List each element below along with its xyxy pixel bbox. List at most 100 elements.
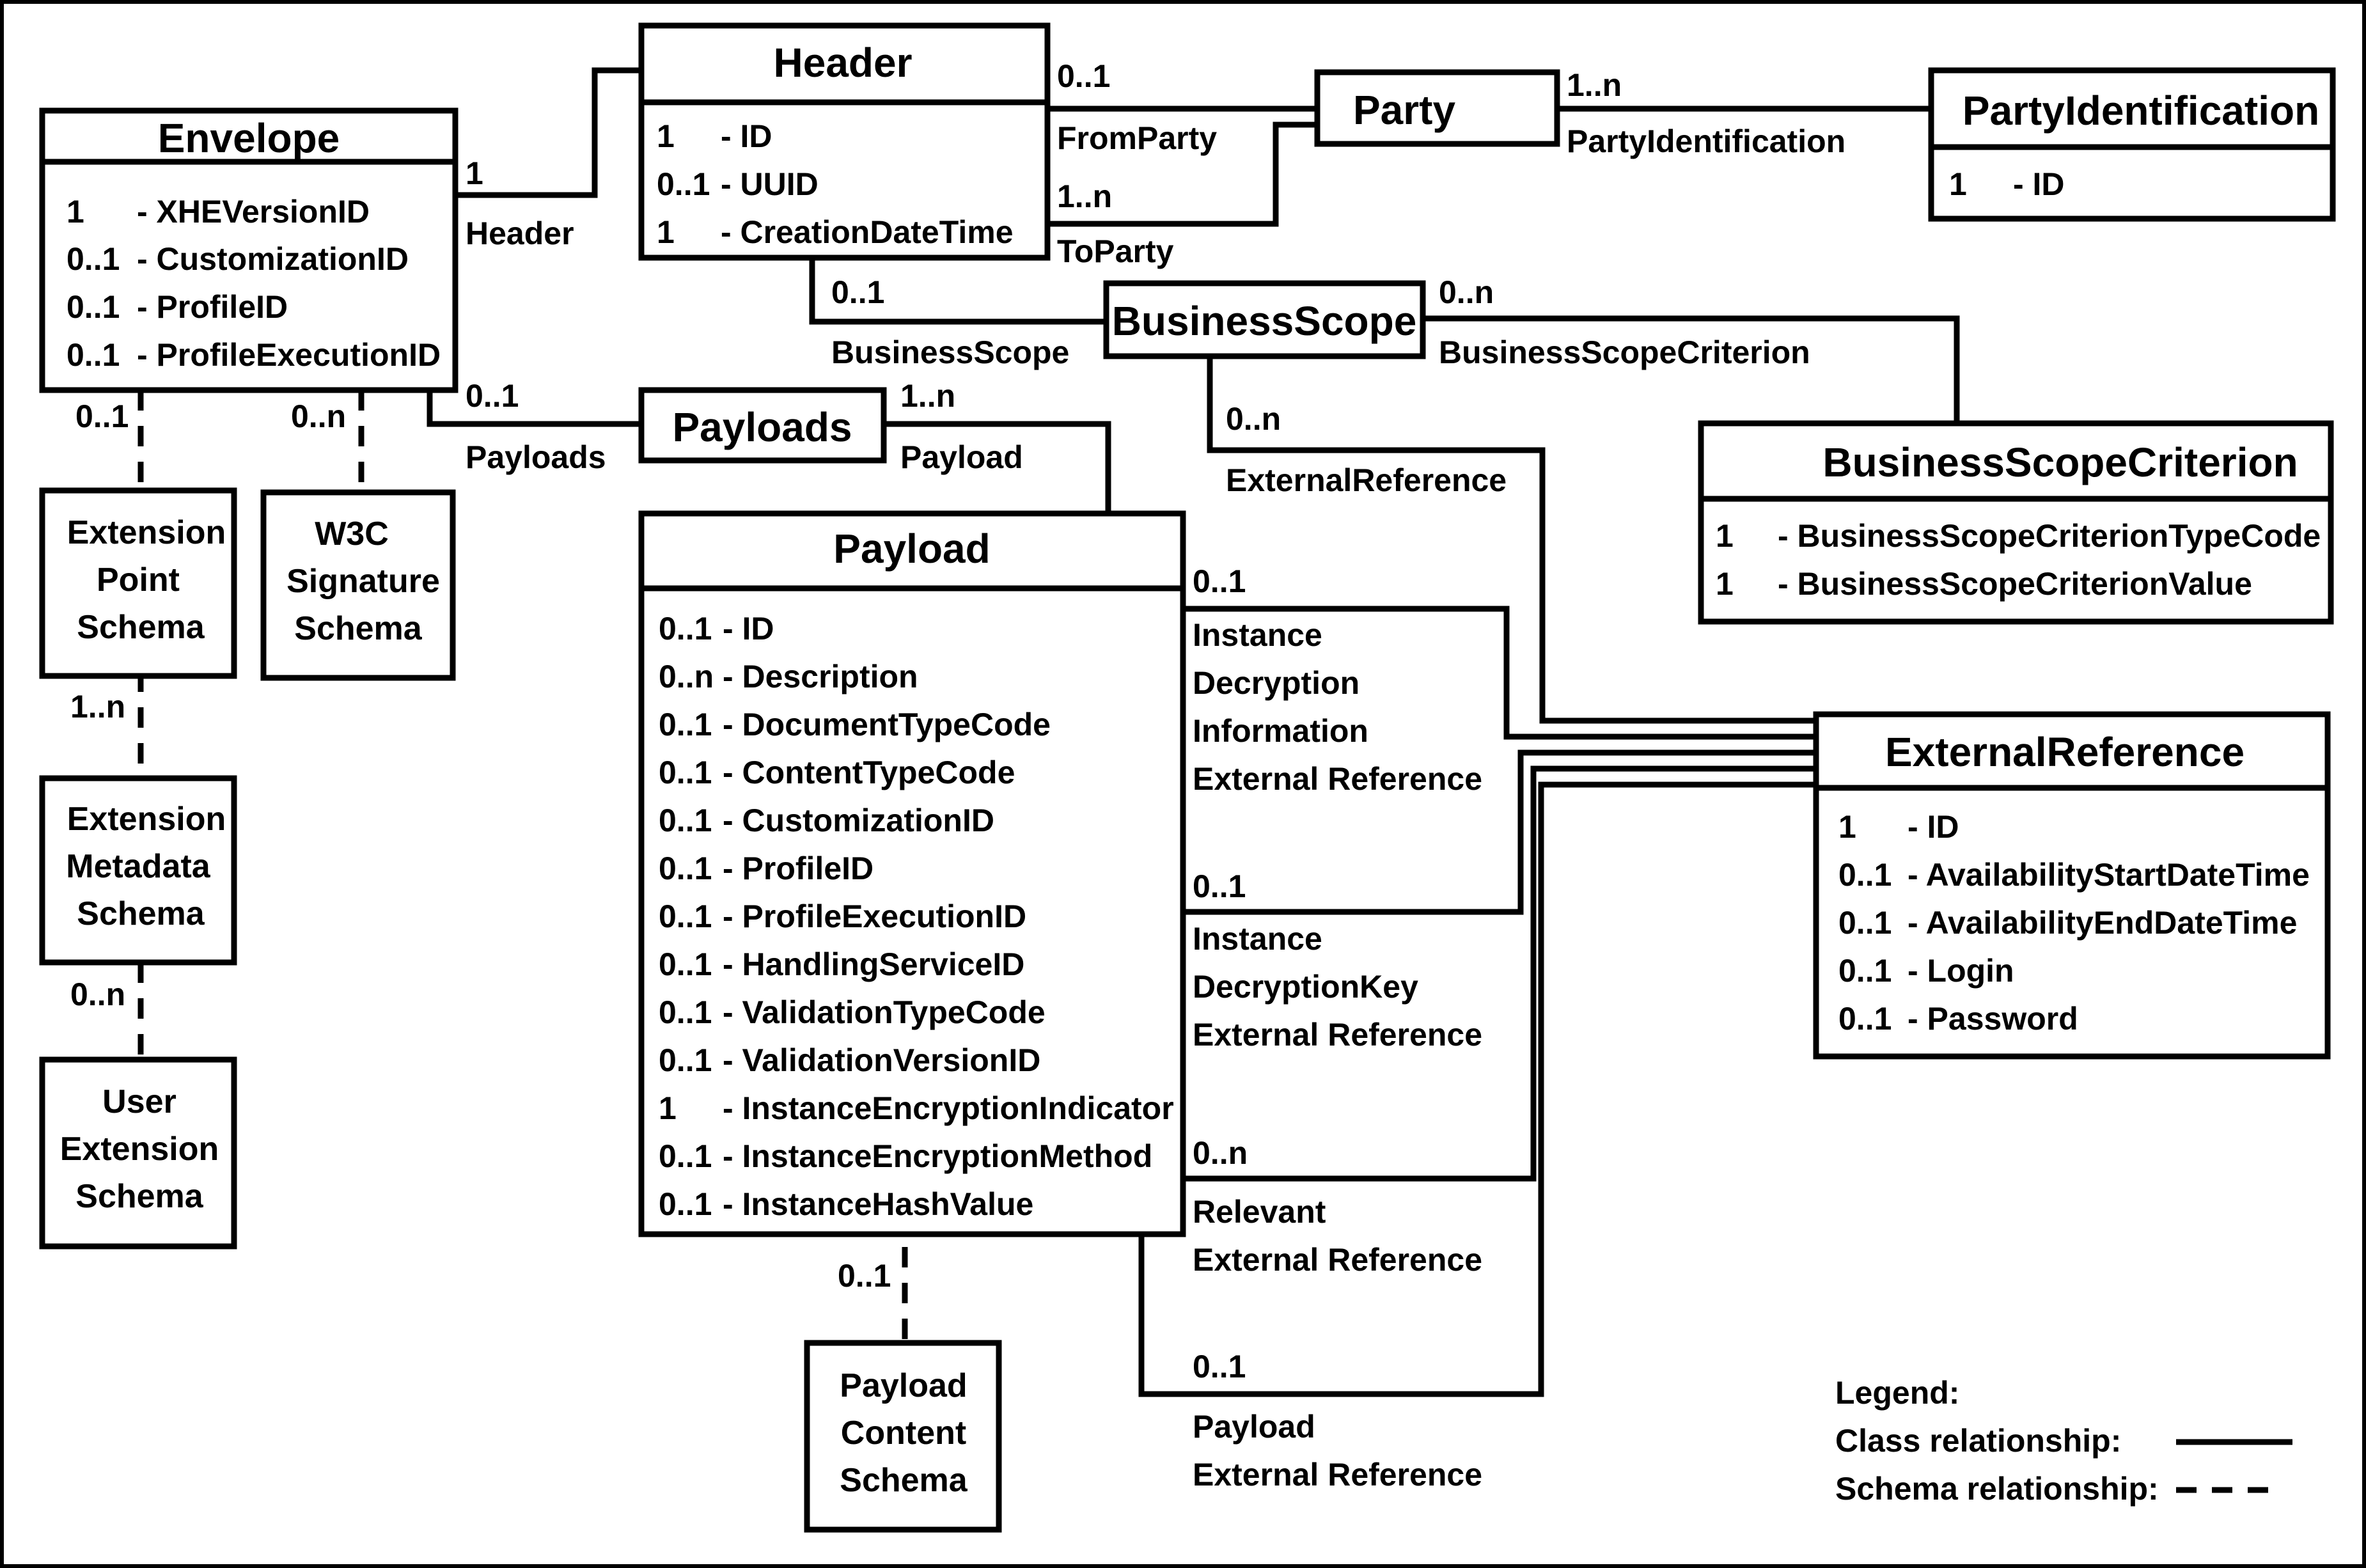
business-scope-criterion-attr-mult: 1 xyxy=(1716,518,1734,554)
from-party-multiplicity: 0..1 xyxy=(1057,58,1110,94)
payload-attr-mult: 0..1 xyxy=(659,898,712,934)
payload-attr-name: - InstanceEncryptionIndicator xyxy=(723,1090,1174,1126)
party-identification-attr-mult: 1 xyxy=(1949,166,1967,202)
payload-attr-mult: 0..1 xyxy=(659,851,712,886)
header-attr-mult: 0..1 xyxy=(657,166,710,202)
external-reference-title: ExternalReference xyxy=(1885,729,2245,775)
payload-attr-mult: 1 xyxy=(659,1090,677,1126)
instance-decryption-info-role-line: Instance xyxy=(1193,617,1322,653)
header-multiplicity: 1 xyxy=(466,155,483,191)
payload-attr-name: - DocumentTypeCode xyxy=(723,707,1051,742)
external-reference-attr-mult: 1 xyxy=(1838,809,1856,845)
envelope-attr-name: - CustomizationID xyxy=(137,241,409,277)
schema-line: W3C xyxy=(315,515,389,553)
envelope-attr-mult: 0..1 xyxy=(67,289,120,325)
payload-attr-mult: 0..1 xyxy=(659,1042,712,1078)
class-header[interactable]: Header 1 - ID 0..1 - UUID 1 - CreationDa… xyxy=(638,22,1051,261)
instance-decryption-info-role-line: Information xyxy=(1193,713,1368,749)
class-business-scope-criterion[interactable]: BusinessScopeCriterion 1 - BusinessScope… xyxy=(1698,420,2334,625)
schema-relationship-lines xyxy=(137,390,908,1343)
header-role-label: Header xyxy=(466,216,574,251)
schema-user-extension[interactable]: User Extension Schema xyxy=(39,1056,237,1250)
party-title: Party xyxy=(1353,87,1456,133)
payload-attr-name: - CustomizationID xyxy=(723,803,994,838)
bs-external-reference-role-label: ExternalReference xyxy=(1226,462,1507,498)
payload-attr-name: - ValidationVersionID xyxy=(723,1042,1040,1078)
header-attr-name: - ID xyxy=(721,118,772,154)
class-party-identification[interactable]: PartyIdentification 1 - ID xyxy=(1928,67,2336,222)
relevant-external-reference-multiplicity: 0..n xyxy=(1193,1135,1248,1171)
class-relationship-lines xyxy=(427,67,1960,1397)
payload-attr-mult: 0..1 xyxy=(659,803,712,838)
external-reference-attr-name: - AvailabilityStartDateTime xyxy=(1908,857,2310,893)
instance-decryption-key-role-line: DecryptionKey xyxy=(1193,969,1418,1005)
business-scope-criterion-title: BusinessScopeCriterion xyxy=(1822,439,2298,485)
party-identification-role-label: PartyIdentification xyxy=(1567,123,1845,159)
schema-payload-content[interactable]: Payload Content Schema xyxy=(804,1340,1002,1533)
instance-decryption-info-multiplicity: 0..1 xyxy=(1193,563,1246,599)
class-payloads[interactable]: Payloads xyxy=(638,387,887,464)
schema-line: Schema xyxy=(77,609,205,646)
envelope-header-line xyxy=(455,67,641,198)
envelope-payloads-line xyxy=(427,390,641,427)
schema-line: Payload xyxy=(840,1367,967,1404)
schema-line: Schema xyxy=(294,610,423,647)
schema-extension-point[interactable]: Extension Point Schema xyxy=(39,487,237,679)
payloads-multiplicity: 0..1 xyxy=(466,378,519,414)
payload-attr-name: - ProfileExecutionID xyxy=(723,898,1026,934)
schema-line: Content xyxy=(841,1415,966,1452)
extension-metadata-multiplicity: 1..n xyxy=(70,689,125,725)
payload-attr-mult: 0..1 xyxy=(659,946,712,982)
relevant-external-reference-role-line: Relevant xyxy=(1193,1194,1326,1230)
class-payload[interactable]: Payload 0..1 - ID 0..n - Description 0..… xyxy=(638,510,1186,1237)
businessscope-externalreference-line xyxy=(1207,356,1816,724)
payload-attr-name: - HandlingServiceID xyxy=(723,946,1024,982)
payload-role-label: Payload xyxy=(900,439,1023,475)
instance-decryption-key-multiplicity: 0..1 xyxy=(1193,868,1246,904)
schema-line: Schema xyxy=(77,895,205,932)
external-reference-attr-name: - ID xyxy=(1908,809,1959,845)
schema-line: Extension xyxy=(67,514,226,551)
payload-attr-name: - InstanceHashValue xyxy=(723,1186,1033,1222)
class-envelope[interactable]: Envelope 1 - XHEVersionID 0..1 - Customi… xyxy=(39,107,458,393)
payload-attr-mult: 0..1 xyxy=(659,1138,712,1174)
header-attr-name: - CreationDateTime xyxy=(721,214,1014,250)
party-identification-title: PartyIdentification xyxy=(1963,88,2319,134)
user-extension-multiplicity: 0..n xyxy=(70,976,125,1012)
payload-attr-mult: 0..1 xyxy=(659,1186,712,1222)
schema-line: User xyxy=(102,1083,176,1120)
schema-line: Point xyxy=(97,561,180,599)
external-reference-attr-mult: 0..1 xyxy=(1838,857,1892,893)
bs-external-reference-multiplicity: 0..n xyxy=(1226,401,1281,437)
legend-schema-relationship-label: Schema relationship: xyxy=(1835,1471,2159,1507)
header-attr-mult: 1 xyxy=(657,214,675,250)
payloads-title: Payloads xyxy=(672,404,852,450)
from-party-role-label: FromParty xyxy=(1057,120,1217,156)
schema-line: Extension xyxy=(67,801,226,838)
payload-external-reference-line xyxy=(1138,781,1816,1397)
class-party[interactable]: Party xyxy=(1314,69,1560,147)
legend: Legend: Class relationship: Schema relat… xyxy=(1835,1375,2292,1507)
relationship-labels: 1 Header 0..1 FromParty 1..n ToParty 1..… xyxy=(70,58,1845,1493)
relevant-external-reference-role-line: External Reference xyxy=(1193,1242,1482,1278)
instance-decryption-info-line xyxy=(1183,606,1816,740)
header-businessscope-line xyxy=(809,258,1106,325)
payload-attr-mult: 0..1 xyxy=(659,994,712,1030)
payload-external-reference-role-line: Payload xyxy=(1193,1409,1315,1445)
header-attr-name: - UUID xyxy=(721,166,819,202)
schema-w3c-signature[interactable]: W3C Signature Schema xyxy=(260,489,456,681)
business-scope-criterion-role-label: BusinessScopeCriterion xyxy=(1439,334,1810,370)
business-scope-title: BusinessScope xyxy=(1112,298,1417,344)
legend-class-relationship-label: Class relationship: xyxy=(1835,1423,2121,1459)
payloads-payload-line xyxy=(884,421,1111,514)
envelope-title: Envelope xyxy=(158,115,340,161)
envelope-attr-name: - ProfileID xyxy=(137,289,288,325)
to-party-multiplicity: 1..n xyxy=(1057,178,1112,214)
legend-title: Legend: xyxy=(1835,1375,1959,1411)
class-external-reference[interactable]: ExternalReference 1 - ID 0..1 - Availabi… xyxy=(1813,711,2331,1060)
schema-extension-metadata[interactable]: Extension Metadata Schema xyxy=(39,775,237,966)
payload-attr-name: - ValidationTypeCode xyxy=(723,994,1046,1030)
class-business-scope[interactable]: BusinessScope xyxy=(1103,280,1426,359)
business-scope-role-label: BusinessScope xyxy=(831,334,1069,370)
instance-decryption-info-role-line: External Reference xyxy=(1193,761,1482,797)
